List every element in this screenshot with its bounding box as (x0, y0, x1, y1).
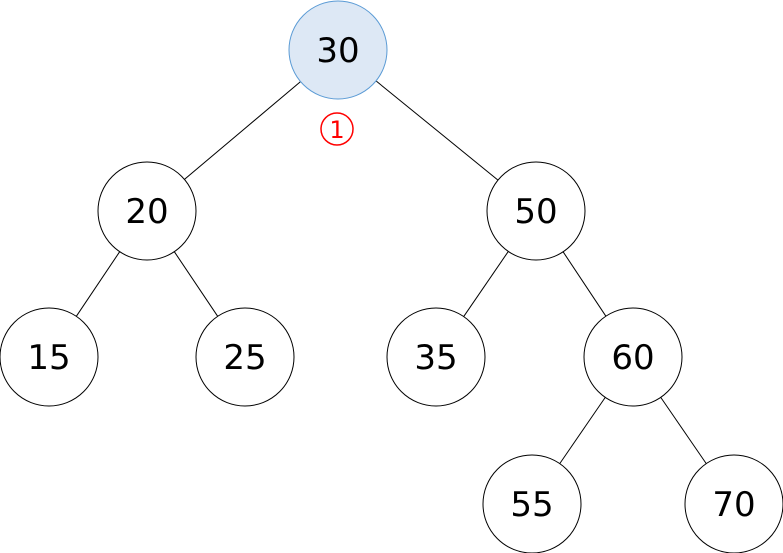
edge-n60-n70 (660, 397, 707, 464)
node-value: 20 (125, 192, 168, 232)
node-value: 35 (414, 338, 457, 378)
edge-n20-n15 (75, 251, 121, 317)
step-marker-label: 1 (329, 116, 344, 144)
node-circle (486, 161, 586, 261)
tree-node-15: 15 (0, 307, 99, 407)
node-value: 50 (514, 192, 557, 232)
node-circle (97, 161, 197, 261)
node-value: 30 (316, 31, 359, 71)
edge-n30-n20 (184, 81, 301, 180)
node-value: 55 (510, 485, 553, 525)
tree-node-25: 25 (195, 307, 295, 407)
node-circle (386, 307, 486, 407)
edge-n50-n35 (463, 251, 509, 317)
tree-node-20: 20 (97, 161, 197, 261)
tree-node-55: 55 (482, 454, 582, 553)
node-circle (288, 0, 388, 100)
tree-node-35: 35 (386, 307, 486, 407)
node-circle (684, 454, 783, 553)
node-value: 15 (27, 338, 70, 378)
node-circle (195, 307, 295, 407)
node-circle (583, 307, 683, 407)
tree-node-50: 50 (486, 161, 586, 261)
edge-n60-n55 (559, 397, 606, 464)
tree-edges (75, 80, 707, 464)
edge-n20-n25 (173, 251, 219, 317)
node-value: 25 (223, 338, 266, 378)
edge-n50-n60 (562, 251, 607, 317)
node-circle (482, 454, 582, 553)
tree-node-70: 70 (684, 454, 783, 553)
node-circle (0, 307, 99, 407)
step-marker-1: 1 (320, 112, 354, 146)
tree-node-30: 30 (288, 0, 388, 100)
node-value: 60 (611, 338, 654, 378)
node-value: 70 (712, 485, 755, 525)
edge-n30-n50 (375, 80, 499, 181)
tree-node-60: 60 (583, 307, 683, 407)
